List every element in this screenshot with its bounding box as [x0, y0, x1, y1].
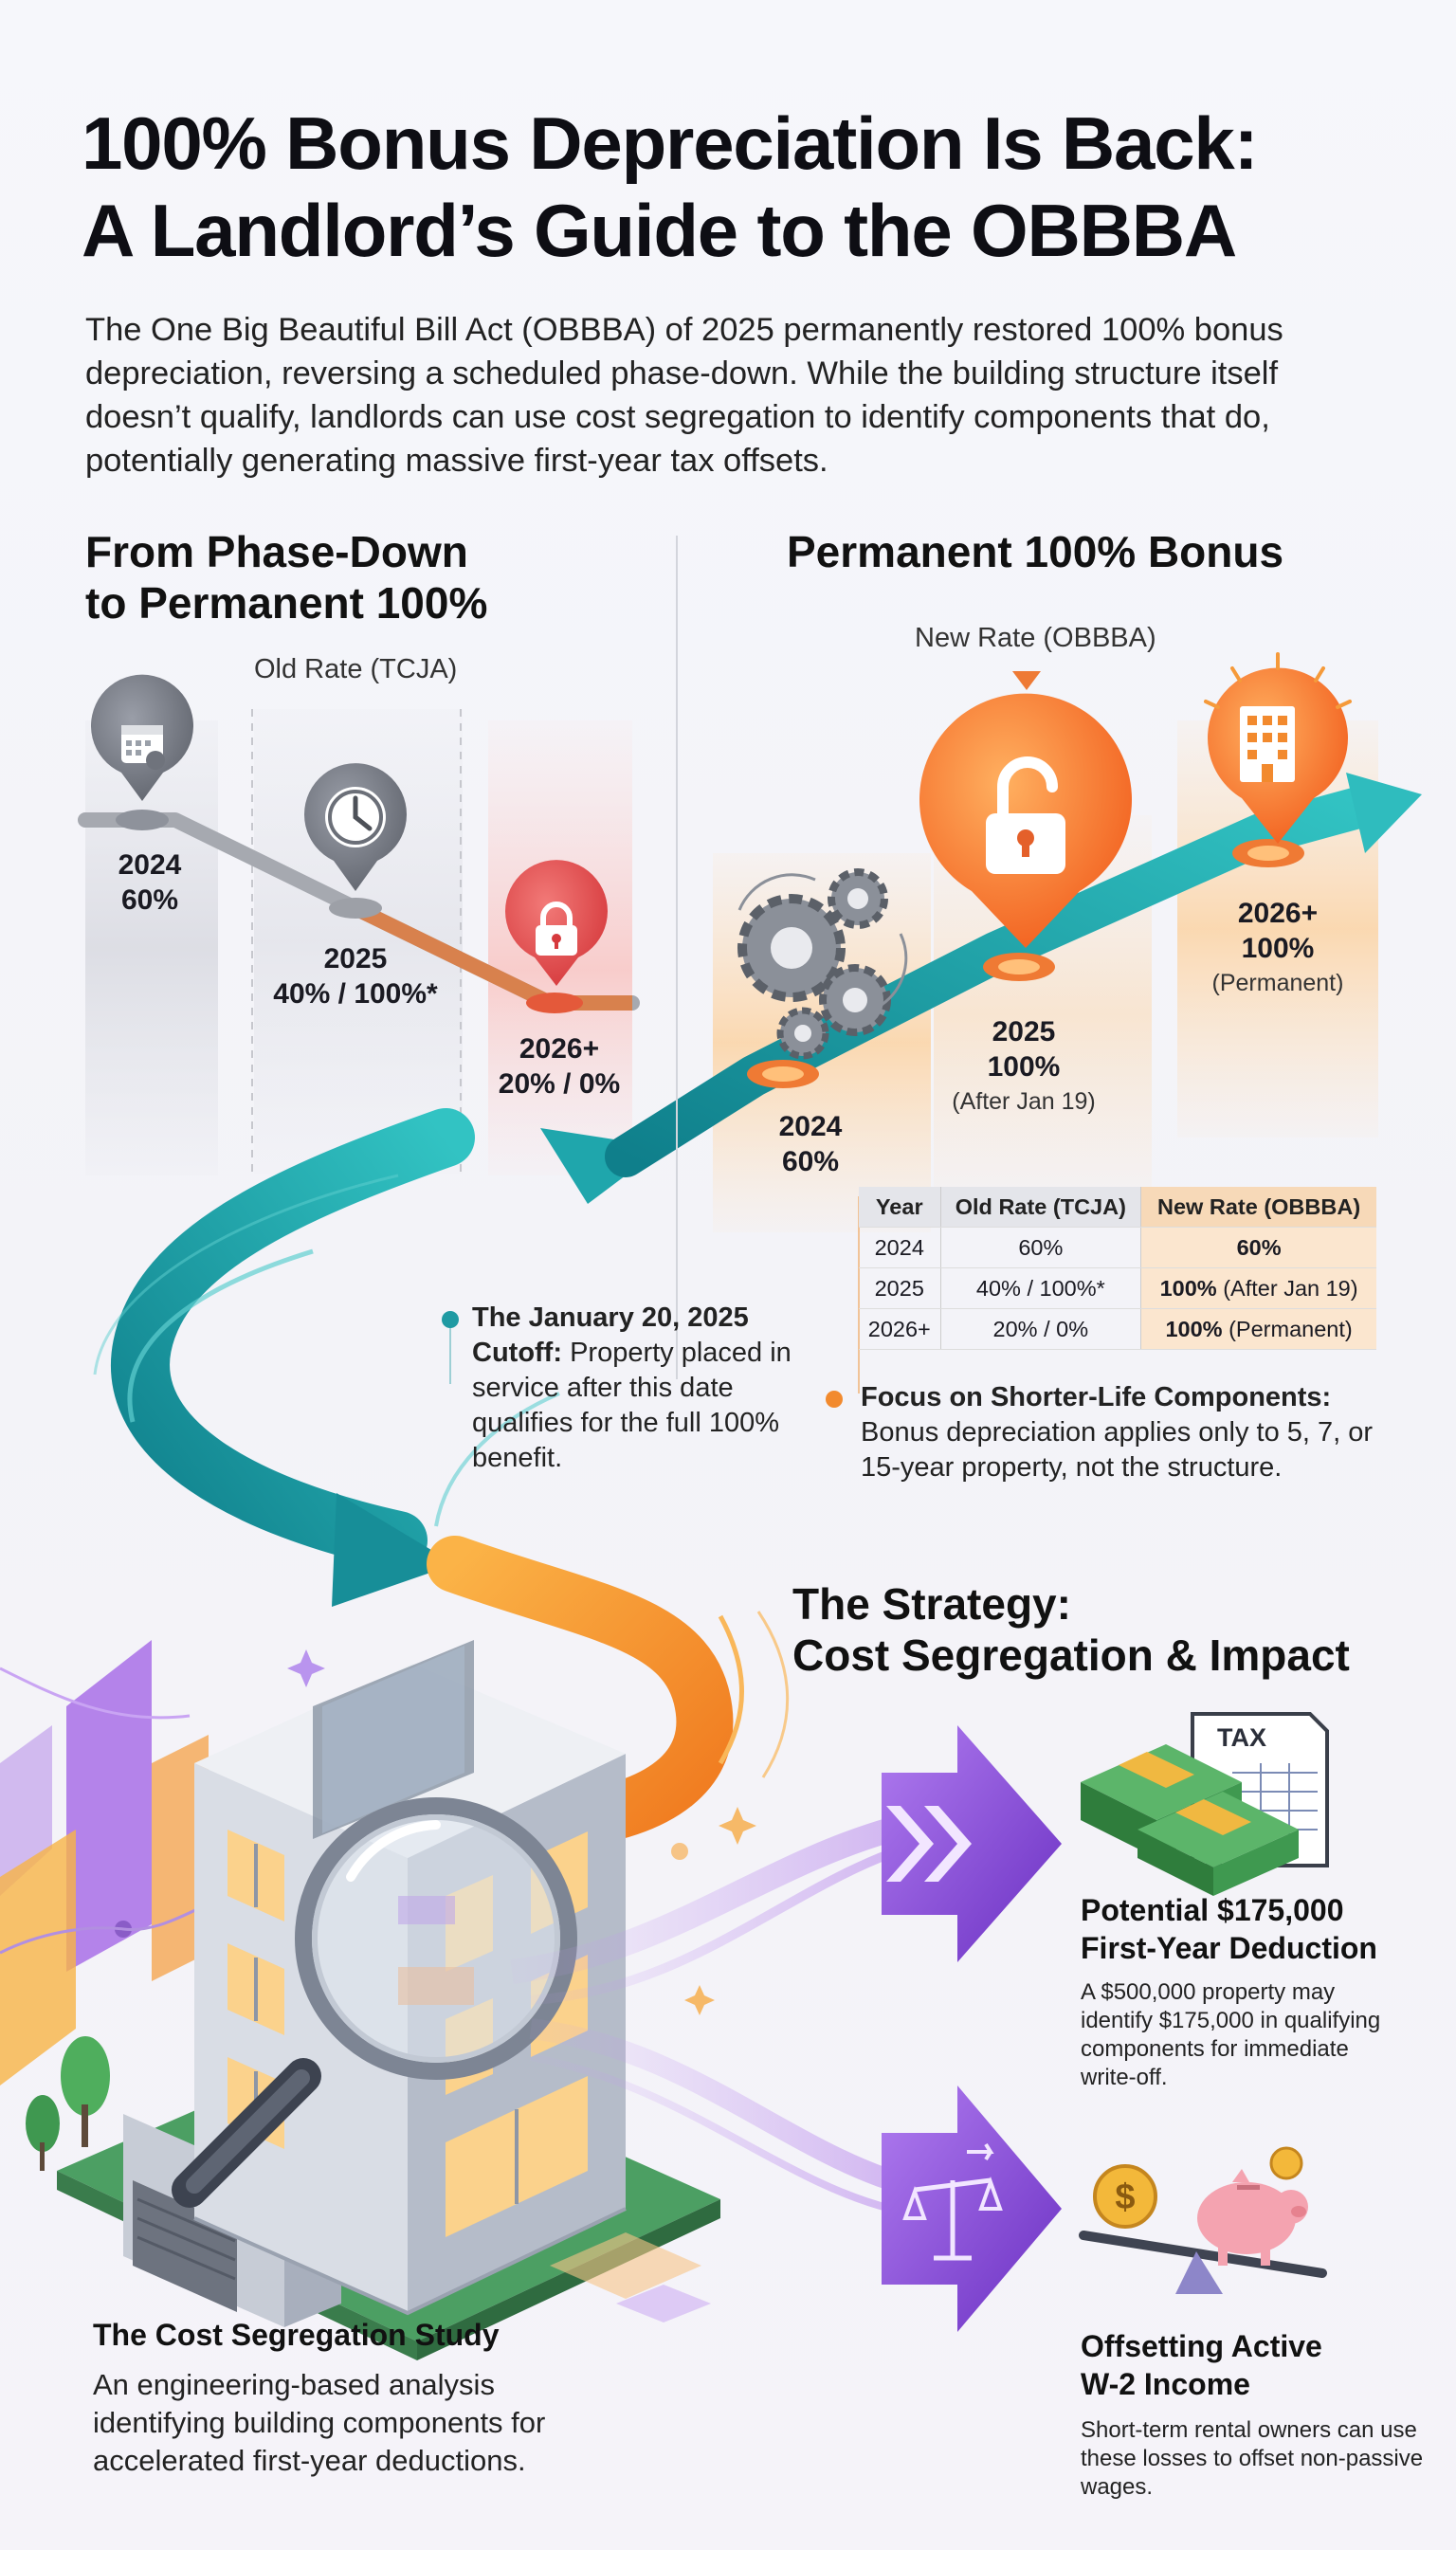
deduction-heading-line-2: First-Year Deduction — [1081, 1931, 1377, 1965]
new-point-rate: 60% — [781, 1146, 840, 1177]
old-point-rate: 40% / 100%* — [273, 978, 438, 1010]
magnifying-glass-icon — [172, 1797, 577, 2208]
gears-icon — [737, 868, 908, 1060]
table-header-row: Year Old Rate (TCJA) New Rate (OBBBA) — [859, 1187, 1376, 1228]
focus-note: Focus on Shorter-Life Components: Bonus … — [861, 1380, 1392, 1485]
unlock-icon — [919, 693, 1133, 948]
table-cell-new: 100% (After Jan 19) — [1140, 1267, 1376, 1309]
focus-note-body: Bonus depreciation applies only to 5, 7,… — [861, 1417, 1374, 1483]
title-line-1: 100% Bonus Depreciation Is Back: — [82, 101, 1259, 185]
table-header-old: Old Rate (TCJA) — [939, 1187, 1142, 1228]
old-point-rate: 60% — [120, 884, 179, 916]
old-point-2025: 2025 40% / 100%* — [242, 941, 469, 1011]
old-heading-line-2: to Permanent 100% — [85, 578, 488, 628]
old-point-year: 2024 — [118, 849, 182, 881]
table-cell-new-value: 60% — [1236, 1234, 1282, 1260]
table-cell-new: 60% — [1140, 1227, 1376, 1268]
intro-paragraph: The One Big Beautiful Bill Act (OBBBA) o… — [85, 312, 1283, 479]
strategy-heading-line-2: Cost Segregation & Impact — [792, 1630, 1350, 1680]
new-point-year: 2025 — [992, 1016, 1056, 1047]
cutoff-note: The January 20, 2025 Cutoff: Property pl… — [472, 1301, 813, 1476]
fast-forward-icon — [882, 1725, 1062, 1962]
new-point-2026: 2026+ 100% (Permanent) — [1192, 896, 1363, 1001]
balance-scale-icon — [882, 2086, 1062, 2332]
study-body: An engineering-based analysis identifyin… — [93, 2368, 546, 2477]
old-heading-line-1: From Phase-Down — [85, 527, 468, 576]
rates-table: Year Old Rate (TCJA) New Rate (OBBBA) 20… — [859, 1187, 1376, 1350]
table-cell-old: 40% / 100%* — [939, 1267, 1142, 1309]
offset-heading: Offsetting Active W-2 Income — [1081, 2327, 1431, 2403]
table-header-new: New Rate (OBBBA) — [1140, 1187, 1376, 1228]
table-row: 2024 60% 60% — [859, 1227, 1376, 1268]
cutoff-note-heading: The January 20, 2025 Cutoff: — [472, 1302, 749, 1368]
title-line-2: A Landlord’s Guide to the OBBBA — [82, 189, 1237, 272]
new-point-2024: 2024 60% — [735, 1109, 886, 1179]
new-point-rate: 100% — [1241, 933, 1315, 964]
page-title: 100% Bonus Depreciation Is Back: A Landl… — [82, 100, 1409, 274]
tax-form-label: TAX — [1217, 1723, 1266, 1752]
old-rate-heading: From Phase-Down to Permanent 100% — [85, 526, 654, 628]
new-point-note: (Permanent) — [1211, 970, 1344, 996]
strategy-heading: The Strategy: Cost Segregation & Impact — [792, 1578, 1409, 1681]
table-header-year: Year — [859, 1187, 941, 1228]
lock-icon — [505, 860, 608, 986]
focus-note-heading: Focus on Shorter-Life Components: — [861, 1382, 1332, 1412]
deduction-card: Potential $175,000 First-Year Deduction … — [1081, 1891, 1422, 2092]
new-point-rate: 100% — [987, 1051, 1061, 1083]
strategy-heading-line-1: The Strategy: — [792, 1579, 1071, 1629]
svg-text:$: $ — [1115, 2177, 1135, 2217]
study-heading: The Cost Segregation Study — [93, 2318, 500, 2352]
table-cell-year: 2025 — [859, 1267, 941, 1309]
study-card: The Cost Segregation Study An engineerin… — [93, 2318, 624, 2480]
coin-icon: $ — [1093, 2146, 1303, 2229]
new-point-year: 2026+ — [1237, 898, 1319, 929]
offset-body: Short-term rental owners can use these l… — [1081, 2417, 1424, 2500]
new-rate-label: New Rate (OBBBA) — [915, 623, 1156, 653]
table-cell-new: 100% (Permanent) — [1140, 1308, 1376, 1350]
table-cell-old: 20% / 0% — [939, 1308, 1142, 1350]
money-stack-icon — [1081, 1744, 1299, 1896]
deduction-heading: Potential $175,000 First-Year Deduction — [1081, 1891, 1422, 1967]
new-point-note: (After Jan 19) — [952, 1088, 1096, 1115]
table-cell-new-note: (After Jan 19) — [1216, 1275, 1358, 1301]
old-rate-label: Old Rate (TCJA) — [254, 654, 458, 684]
old-point-year: 2025 — [323, 943, 388, 974]
new-point-year: 2024 — [778, 1111, 843, 1142]
table-row: 2026+ 20% / 0% 100% (Permanent) — [859, 1308, 1376, 1350]
deduction-body: A $500,000 property may identify $175,00… — [1081, 1979, 1381, 2090]
cutoff-note-body: Property placed in service after this da… — [472, 1338, 792, 1473]
offset-heading-line-2: W-2 Income — [1081, 2367, 1250, 2401]
table-cell-old: 60% — [939, 1227, 1142, 1268]
old-point-2024: 2024 60% — [83, 847, 216, 918]
table-cell-year: 2024 — [859, 1227, 941, 1268]
office-building-icon — [1204, 652, 1352, 844]
deduction-heading-line-1: Potential $175,000 — [1081, 1893, 1344, 1927]
offset-card: Offsetting Active W-2 Income Short-term … — [1081, 2327, 1431, 2502]
old-point-rate: 20% / 0% — [498, 1068, 621, 1100]
table-row: 2025 40% / 100%* 100% (After Jan 19) — [859, 1267, 1376, 1309]
table-cell-new-value: 100% — [1165, 1316, 1223, 1341]
table-cell-year: 2026+ — [859, 1308, 941, 1350]
old-point-2026: 2026+ 20% / 0% — [483, 1031, 635, 1102]
piggy-bank-icon — [1079, 2169, 1327, 2294]
offset-heading-line-1: Offsetting Active — [1081, 2329, 1322, 2363]
section-divider — [676, 536, 678, 1379]
calendar-icon — [91, 674, 193, 801]
table-cell-new-note: (Permanent) — [1222, 1316, 1353, 1341]
clock-icon — [304, 763, 407, 891]
table-cell-new-value: 100% — [1159, 1275, 1217, 1301]
old-point-year: 2026+ — [519, 1033, 600, 1065]
new-point-2025: 2025 100% (After Jan 19) — [938, 1014, 1109, 1120]
new-rate-heading: Permanent 100% Bonus — [787, 527, 1284, 576]
